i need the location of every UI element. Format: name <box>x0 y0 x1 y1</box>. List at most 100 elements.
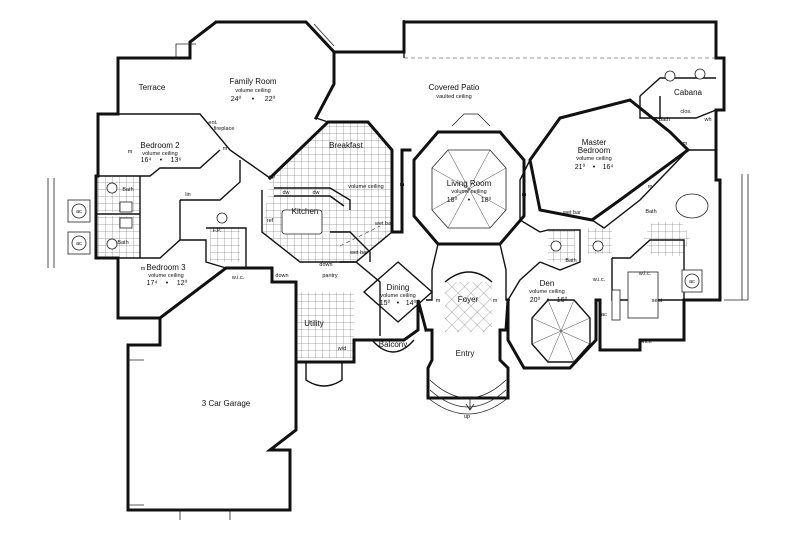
m-label-9: m <box>141 266 146 272</box>
wet-bar3-label: wet bar <box>562 210 581 216</box>
breakfast-label: Breakfast <box>329 141 364 150</box>
exterior-walls <box>94 20 726 512</box>
ac-label-1: ac <box>76 209 82 215</box>
cabana-label: Cabana <box>674 88 703 97</box>
balcony-label: Balcony <box>379 340 407 349</box>
ac-label-3: ac <box>689 279 695 285</box>
ac-label-4: ac <box>601 312 607 318</box>
master-bath-tile <box>548 230 575 262</box>
wet-bar-label: wet bar <box>374 221 393 227</box>
kitchen-label: Kitchen <box>292 207 319 216</box>
down-label: down <box>275 273 288 279</box>
dw-label: dw <box>282 190 289 196</box>
exterior-features <box>47 23 749 520</box>
dining-dim-b: 14⁰ <box>406 299 417 307</box>
wet-bar2-label: wet bar <box>349 250 368 256</box>
wh-label: wh <box>703 117 711 123</box>
dw2-label: dw <box>312 190 319 196</box>
bedroom3-dim-b: 12⁰ <box>177 279 188 287</box>
ac-label-2: ac <box>76 241 82 247</box>
ent-label: ent. <box>208 120 218 126</box>
bedroom3-dim-a: 17⁴ <box>147 280 158 287</box>
m-label-2: m <box>400 182 405 188</box>
bedroom2-note: volume ceiling <box>142 151 177 157</box>
master-bedroom-dim-dot: • <box>593 164 596 171</box>
bath2-tile <box>97 176 140 212</box>
kitchen-island <box>281 209 323 235</box>
bedroom2-label: Bedroom 2 <box>140 141 180 150</box>
foyer-label: Foyer <box>458 295 479 304</box>
master-bath-label: Bath <box>645 209 656 215</box>
pool-bath-label: P.Bath <box>654 117 670 123</box>
den-label: Den <box>540 279 555 288</box>
dining-dim-dot: • <box>397 300 400 307</box>
lin-label: lin <box>185 192 191 198</box>
wic-hall-label: w.i.c. <box>231 275 245 281</box>
m-label-5: m <box>522 192 527 198</box>
bedroom2-dim-dot: • <box>160 157 163 164</box>
covered-patio-note: vaulted ceiling <box>436 94 471 100</box>
den-note: volume ceiling <box>529 289 564 295</box>
master-tub-tile <box>644 222 690 256</box>
m-label-6: m <box>683 141 688 147</box>
entry-label: Entry <box>456 349 475 358</box>
dining-label: Dining <box>387 283 410 292</box>
master-bedroom-dim-b: 16⁴ <box>603 164 614 171</box>
foyer-tile <box>445 282 492 332</box>
living-room-note: volume ceiling <box>451 189 486 195</box>
wd-label: w/d <box>337 346 347 352</box>
down2-label: down <box>319 262 332 268</box>
room-labels: Family Room volume ceiling 24⁰ • 22⁰ Cov… <box>139 77 703 408</box>
utility-label: Utility <box>304 319 324 328</box>
up-label: up <box>464 414 470 420</box>
bath3-tile <box>97 216 140 258</box>
living-room-dim-b: 18⁰ <box>481 196 492 204</box>
master-bath2-label: Bath <box>565 258 576 264</box>
living-room-octagon <box>412 130 526 246</box>
balcony-arc <box>371 339 415 353</box>
family-room-dim-dot: • <box>252 96 255 103</box>
clos-label: clos. <box>680 109 692 115</box>
wic-master2-label: w.i.c. <box>592 277 606 283</box>
master-bedroom-label-2: Bedroom <box>578 146 611 155</box>
wic-master-label: w.i.c. <box>638 271 652 277</box>
family-room-dim-b: 22⁰ <box>265 95 276 103</box>
fixture-labels: Bath Bath Bath Bath P.Bath fireplace ent… <box>76 109 711 420</box>
family-room-dim-a: 24⁰ <box>231 95 242 103</box>
family-room-note: volume ceiling <box>235 88 270 94</box>
living-room-dim-a: 18⁰ <box>447 196 458 204</box>
fireplace-label: fireplace <box>214 126 235 132</box>
utility-tile <box>296 292 354 358</box>
m-label-1: m <box>223 146 228 152</box>
m-label-3: m <box>436 298 441 304</box>
bedroom2-dim-b: 13⁶ <box>171 157 182 164</box>
fp-label: F.P. <box>213 228 222 234</box>
master-bedroom-outline <box>528 98 691 222</box>
bath3-label: Bath <box>117 240 128 246</box>
pantry-label: pantry <box>322 273 338 279</box>
bedroom3-note: volume ceiling <box>148 273 183 279</box>
den-dim-dot: • <box>547 297 550 304</box>
bedroom3-label: Bedroom 3 <box>146 263 186 272</box>
dining-dim-a: 15⁰ <box>380 299 391 307</box>
seat-label: seat <box>652 298 663 304</box>
dining-note: volume ceiling <box>380 293 415 299</box>
garage-label: 3 Car Garage <box>202 399 251 408</box>
master-tub <box>675 193 709 219</box>
up2-label: up <box>269 174 275 180</box>
m-label-8: m <box>128 149 133 155</box>
living-room-dim-dot: • <box>468 197 471 204</box>
bath2-label: Bath <box>122 187 133 193</box>
bedroom2-dim-a: 16⁴ <box>141 157 152 164</box>
shelf-label: shelf <box>640 339 652 345</box>
master-bedroom-note: volume ceiling <box>576 156 611 162</box>
master-bedroom-label-1: Master <box>582 138 607 147</box>
covered-patio-label: Covered Patio <box>429 83 480 92</box>
terrace-label: Terrace <box>139 83 166 92</box>
kitchen-note: volume ceiling <box>348 184 383 190</box>
dining-diamond <box>362 261 434 323</box>
utility-bay <box>305 362 343 387</box>
bedroom3-dim-dot: • <box>166 280 169 287</box>
